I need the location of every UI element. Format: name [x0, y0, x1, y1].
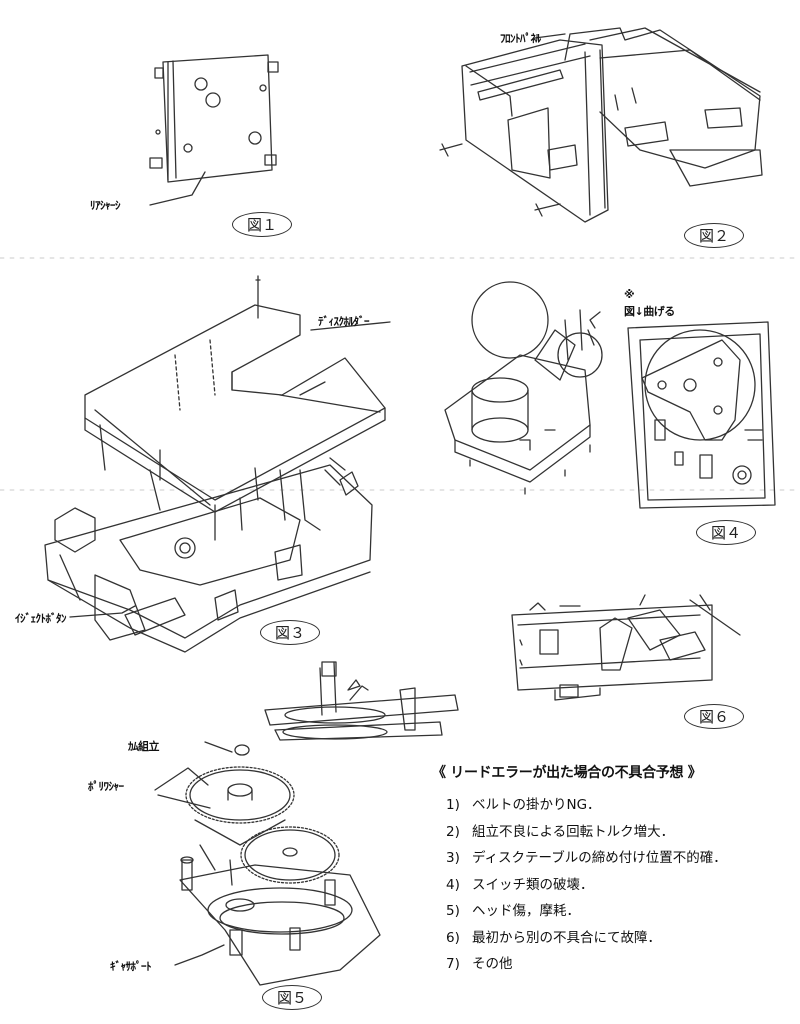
notes-item: 6) 最初から別の不具合にて故障． [432, 925, 782, 952]
notes-item-number: 1) [446, 797, 460, 813]
notes-item-text: 最初から別の不具合にて故障． [472, 929, 661, 946]
notes-item: 7) その他 [432, 951, 782, 978]
notes-item: 5) ヘッド傷，摩耗． [432, 898, 782, 925]
notes-item-text: ベルトの掛かりNG． [472, 797, 601, 813]
notes-item-number: 6) [446, 929, 460, 946]
fig2-front-panel-drawing [439, 27, 763, 223]
figure-3-caption: 図３ [260, 620, 321, 645]
notes-item: 2) 組立不良による回転トルク増大． [432, 819, 782, 846]
figure-2-caption: 図２ [684, 223, 745, 248]
label-gear-support: ｷﾞｬｻﾎﾟｰﾄ [110, 960, 152, 973]
notes-item-text: ヘッド傷，摩耗． [472, 903, 580, 919]
fig4-board-drawing [444, 281, 776, 509]
notes-item-number: 4) [446, 876, 460, 893]
label-cam-assembly: ｶﾑ組立 [128, 740, 160, 753]
notes-item: 4) スイッチ類の破壊． [432, 872, 782, 899]
label-front-panel: ﾌﾛﾝﾄﾊﾟﾈﾙ [500, 32, 541, 45]
fig1-rear-chassis-drawing [149, 54, 279, 206]
fig3-disk-holder-drawing [44, 275, 391, 653]
label-bend-note-mark: ※ [624, 288, 635, 301]
figure-4-caption: 図４ [696, 520, 757, 545]
notes-item-text: スイッチ類の破壊． [472, 876, 594, 893]
figure-6-caption: 図６ [684, 704, 745, 729]
notes-title: 《 リードエラーが出た場合の不具合予想 》 [432, 765, 702, 781]
notes-item-number: 3) [446, 850, 460, 866]
read-error-notes: 《 リードエラーが出た場合の不具合予想 》 1) ベルトの掛かりNG． 2) 組立不… [432, 762, 782, 978]
notes-item: 3) ディスクテーブルの締め付け位置不的確． [432, 845, 782, 872]
notes-item-text: その他 [472, 956, 513, 972]
figure-1-caption: 図１ [232, 212, 293, 237]
notes-item-number: 7) [446, 956, 460, 972]
label-bend-note: 図↓曲げる [624, 305, 675, 318]
notes-item-text: 組立不良による回転トルク増大． [472, 823, 675, 840]
label-disk-holder: ﾃﾞｨｽｸﾎﾙﾀﾞｰ [318, 315, 370, 328]
figure-5-caption: 図５ [262, 985, 323, 1010]
fig5-gear-assembly-drawing [154, 661, 459, 986]
notes-item-number: 5) [446, 903, 460, 919]
notes-item-text: ディスクテーブルの締め付け位置不的確． [472, 850, 727, 866]
label-poly-washer: ﾎﾟﾘﾜｼｬｰ [88, 780, 124, 793]
notes-item-number: 2) [446, 823, 460, 840]
fig6-mechanism-drawing [511, 594, 741, 701]
notes-item: 1) ベルトの掛かりNG． [432, 792, 782, 819]
label-rear-chassis: ﾘｱｼｬｰｼ [90, 199, 121, 212]
label-eject-button: ｲｼﾞｪｸﾄﾎﾞﾀﾝ [15, 612, 67, 625]
